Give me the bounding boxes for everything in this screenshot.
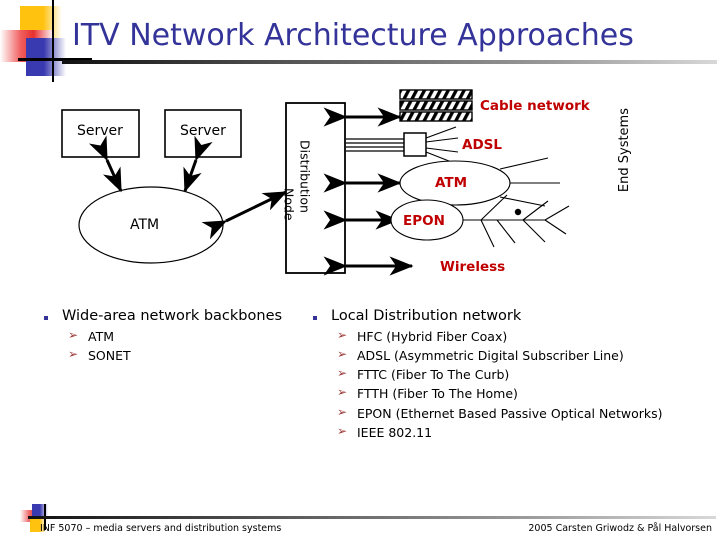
access-label-epon: EPON (403, 213, 445, 229)
bullet-column-left: Wide-area network backbones ➢ ATM ➢ SONE… (36, 308, 296, 364)
bullet-heading-local-distribution-network: Local Distribution network (305, 308, 715, 326)
footer-logo-yellow-square (30, 518, 46, 532)
end-systems-label: End Systems (617, 108, 632, 193)
arrow-core-to-distribution-node (201, 190, 288, 240)
server-box-right-label: Server (180, 123, 226, 139)
sub-bullet-ieee-802-11: ➢ IEEE 802.11 (327, 423, 715, 441)
sub-bullet-label: EPON (Ethernet Based Passive Optical Net… (357, 405, 663, 421)
footer-divider (28, 516, 716, 519)
logo-vertical-rule (52, 0, 54, 82)
logo-horizontal-rule (18, 58, 92, 61)
arrow-bullet-icon: ➢ (337, 385, 348, 400)
sub-bullet-sonet: ➢ SONET (58, 346, 296, 364)
atm-access-ellipse-symbol (399, 157, 560, 207)
bullet-heading-wide-area-network: Wide-area network backbones (36, 308, 296, 326)
bullet-column-right: Local Distribution network ➢ HFC (Hybrid… (305, 308, 715, 441)
page-title: ITV Network Architecture Approaches (72, 18, 634, 53)
sub-bullet-label: FTTH (Fiber To The Home) (357, 386, 518, 402)
adsl-twisted-pair-symbol (346, 126, 459, 164)
footer-course-text: INF 5070 – media servers and distributio… (40, 523, 282, 534)
footer-authors-text: 2005 Carsten Griwodz & Pål Halvorsen (528, 523, 712, 534)
arrow-bullet-icon: ➢ (68, 327, 79, 342)
sub-bullet-epon: ➢ EPON (Ethernet Based Passive Optical N… (327, 404, 715, 422)
core-atm-label: ATM (130, 217, 160, 233)
sub-bullet-adsl: ➢ ADSL (Asymmetric Digital Subscriber Li… (327, 346, 715, 364)
arrow-bullet-icon: ➢ (337, 404, 348, 419)
sub-bullet-atm: ➢ ATM (58, 327, 296, 345)
arrow-bullet-icon: ➢ (337, 423, 348, 438)
access-label-atm: ATM (435, 175, 468, 191)
sub-bullet-hfc: ➢ HFC (Hybrid Fiber Coax) (327, 327, 715, 345)
server-box-left-label: Server (77, 123, 123, 139)
network-architecture-diagram: Server Server ATM Distribution Node Cabl… (0, 80, 720, 295)
arrow-bullet-icon: ➢ (337, 346, 348, 361)
access-label-adsl: ADSL (462, 137, 502, 153)
sub-list-left: ➢ ATM ➢ SONET (58, 327, 296, 365)
sub-bullet-label: ADSL (Asymmetric Digital Subscriber Line… (357, 347, 624, 363)
access-label-wireless: Wireless (440, 259, 506, 275)
distribution-node-label-line1: Distribution (297, 140, 313, 213)
sub-bullet-label: FTTC (Fiber To The Curb) (357, 367, 510, 383)
sub-bullet-label: ATM (88, 328, 115, 344)
epon-tree-symbol (390, 194, 570, 248)
sub-bullet-ftth: ➢ FTTH (Fiber To The Home) (327, 385, 715, 402)
diagram-canvas (61, 89, 570, 276)
sub-list-right: ➢ HFC (Hybrid Fiber Coax) ➢ ADSL (Asymme… (327, 327, 715, 442)
coax-hatched-symbol (399, 89, 473, 122)
arrow-bullet-icon: ➢ (337, 327, 348, 342)
arrow-bullet-icon: ➢ (337, 366, 348, 381)
sub-bullet-fttc: ➢ FTTC (Fiber To The Curb) (327, 366, 715, 383)
sub-bullet-label: IEEE 802.11 (357, 424, 433, 440)
distribution-node-label-line2: Node (281, 188, 297, 221)
sub-bullet-label: HFC (Hybrid Fiber Coax) (357, 328, 508, 344)
arrow-bullet-icon: ➢ (68, 346, 79, 361)
sub-bullet-label: SONET (88, 347, 131, 363)
arrow-server-left-to-core (88, 135, 123, 193)
access-label-cable-network: Cable network (480, 98, 590, 114)
logo-blue-square (26, 38, 66, 76)
title-underline (62, 60, 717, 64)
slide-logo (0, 0, 92, 90)
arrow-server-right-to-core (183, 135, 213, 193)
